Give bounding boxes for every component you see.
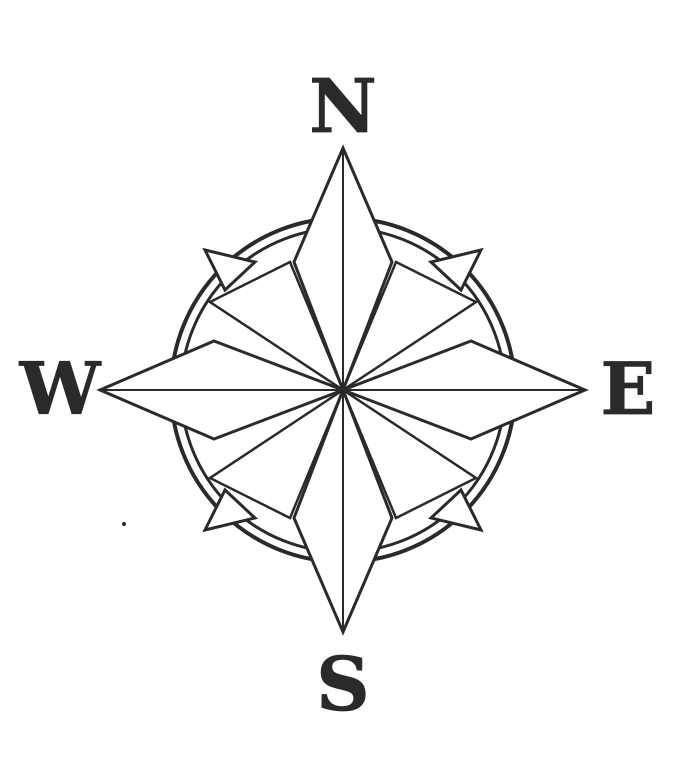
east-label: E	[601, 346, 656, 431]
west-label: W	[19, 346, 102, 431]
south-label: S	[316, 642, 369, 728]
ink-speck	[122, 522, 126, 526]
north-label: N	[309, 64, 377, 150]
compass-center	[340, 387, 346, 393]
